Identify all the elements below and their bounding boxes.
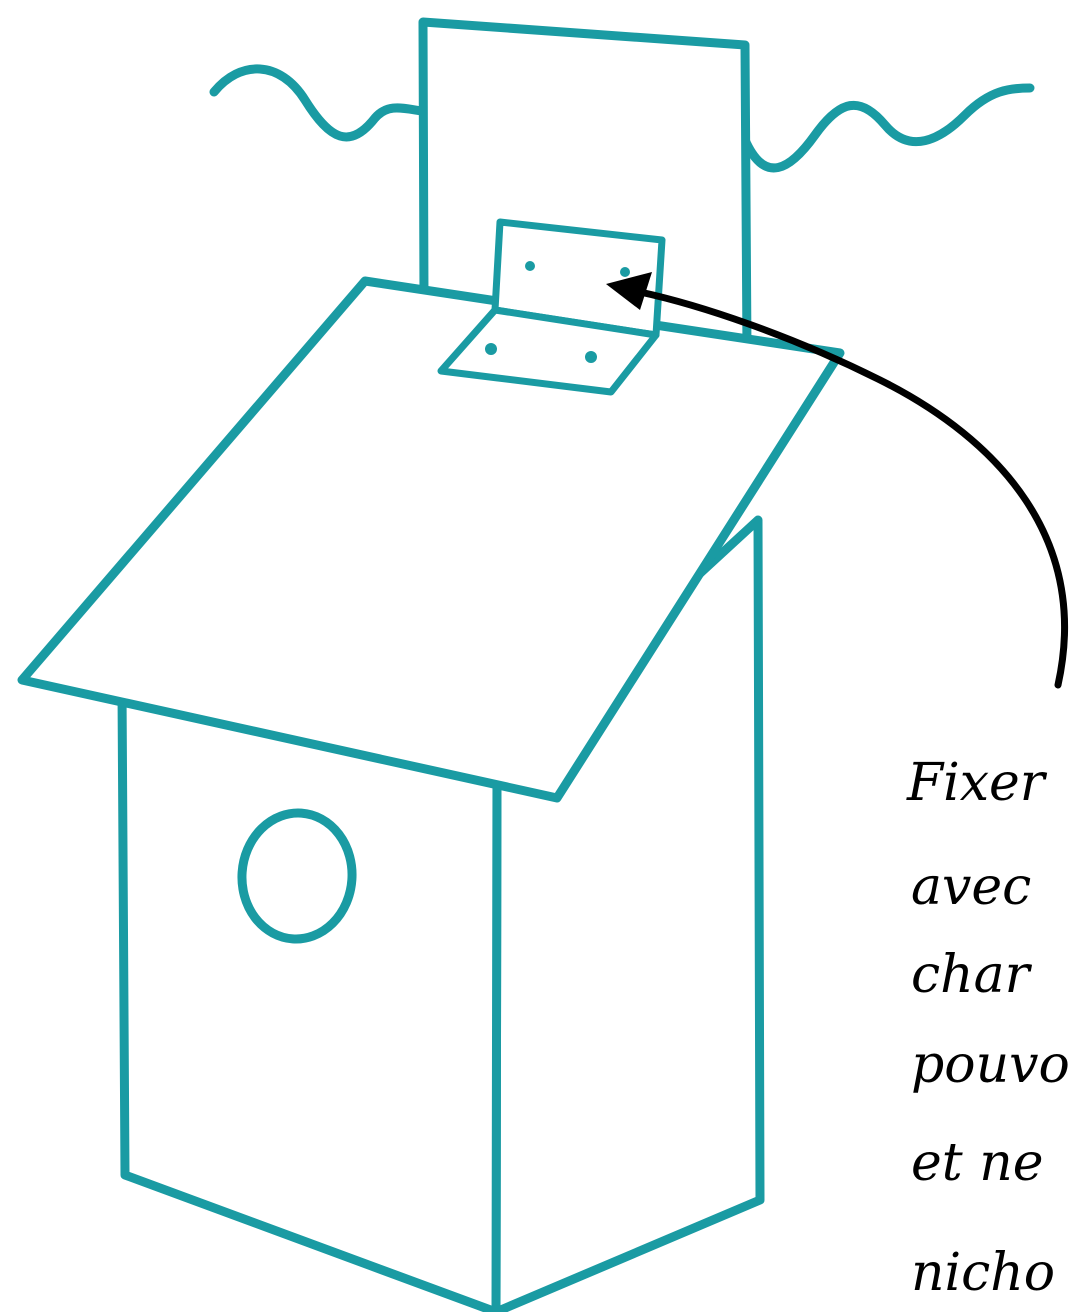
annotation-line: pouvo	[911, 1035, 1070, 1095]
roof	[17, 276, 845, 803]
bracket-lower-plate	[437, 306, 660, 396]
entrance-hole	[237, 808, 357, 944]
annotation-line: char	[911, 945, 1033, 1005]
screw-dot	[585, 351, 597, 363]
annotation-line: Fixer	[906, 753, 1048, 813]
annotation-line: avec	[911, 857, 1031, 917]
annotation-line: et ne	[911, 1133, 1043, 1193]
box-front-wall	[117, 685, 502, 1312]
annotation-line: nicho	[911, 1243, 1055, 1303]
pointer-arrow-head	[606, 272, 652, 310]
screw-dot	[620, 267, 630, 277]
screw-dot	[525, 261, 535, 271]
annotation-text: Fixer avec char pouvo et ne nicho	[906, 753, 1070, 1303]
screw-dot	[485, 343, 497, 355]
pointer-arrow-line	[636, 288, 1069, 689]
